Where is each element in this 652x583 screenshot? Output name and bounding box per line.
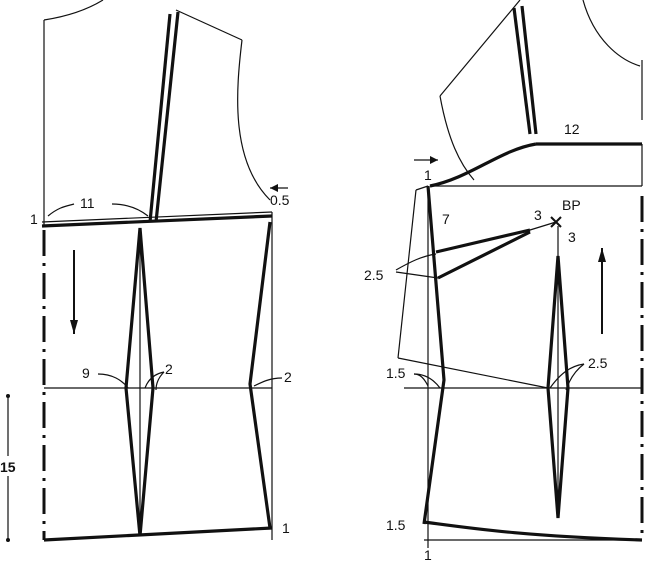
front-grain-arrow-head — [598, 248, 606, 262]
label-front-7: 7 — [442, 211, 450, 227]
back-side-seam — [248, 221, 272, 529]
front-armhole-lower — [429, 142, 537, 188]
back-shoulder-dart-a — [148, 13, 172, 223]
front-bust-dart-upper — [435, 228, 531, 254]
back-11-leader-left — [47, 203, 75, 217]
front-bust-dart-lower — [437, 230, 531, 280]
label-front-15a: 1.5 — [386, 365, 406, 381]
back-2-dart-leader-a — [144, 371, 165, 389]
front-1-arrow-head — [430, 156, 438, 164]
label-front-3a: 3 — [534, 207, 542, 223]
label-back-1: 1 — [30, 211, 38, 227]
back-neckline — [43, 0, 104, 21]
front-side-guide-top — [415, 185, 429, 191]
label-back-11: 11 — [80, 195, 95, 211]
back-shoulder-line — [175, 9, 243, 41]
label-len-15: 15 — [0, 459, 16, 475]
label-back-9: 9 — [82, 365, 90, 381]
bp-cross-b — [550, 216, 562, 228]
back-grain-arrow-head — [70, 320, 78, 334]
front-bp-line — [529, 221, 557, 231]
label-front-1: 1 — [424, 167, 432, 183]
front-shoulder-dart-b — [520, 5, 538, 135]
label-front-25b: 2.5 — [588, 355, 608, 371]
label-front-bp: BP — [562, 197, 581, 213]
len-15-dot-top — [6, 394, 10, 398]
front-side-seam — [422, 185, 446, 525]
labels: 1 11 0.5 9 2 2 1 15 12 1 7 BP 3 3 2.5 1.… — [0, 121, 608, 563]
label-back-1-hem: 1 — [282, 520, 290, 536]
front-25a-leader-b — [395, 271, 439, 279]
front-25b-leader-a — [549, 363, 585, 389]
front-neckline — [582, 0, 641, 67]
label-front-25a: 2.5 — [364, 267, 384, 283]
back-shoulder-dart-b — [154, 11, 180, 223]
label-front-15b: 1.5 — [386, 517, 406, 533]
label-back-05: 0.5 — [270, 192, 290, 208]
back-11-leader-right — [111, 203, 149, 217]
front-bodice — [395, 0, 644, 548]
label-front-1-hem: 1 — [424, 547, 432, 563]
back-armhole — [237, 39, 271, 201]
back-2-dart-leader-b — [155, 371, 165, 391]
front-15a-leader-b — [413, 373, 441, 389]
label-back-2-side: 2 — [284, 369, 292, 385]
front-armhole — [439, 95, 475, 181]
front-25b-leader-b — [565, 363, 585, 391]
front-hem-line — [423, 520, 643, 542]
back-waist-guide — [41, 211, 273, 223]
label-front-3b: 3 — [568, 229, 576, 245]
back-bodice — [0, 0, 288, 542]
back-05-arrow-head — [270, 184, 278, 192]
front-shoulder-line — [439, 0, 521, 97]
back-waist-line — [41, 214, 273, 228]
back-hem-line — [43, 526, 273, 542]
front-shoulder-dart-a — [512, 7, 532, 135]
back-2-side-leader — [253, 377, 283, 387]
front-25a-leader-a — [395, 253, 437, 271]
len-15-dot-bottom — [6, 538, 10, 542]
front-side-guide-bottom — [397, 357, 549, 389]
label-back-2-dart: 2 — [165, 361, 173, 377]
label-front-12: 12 — [564, 121, 580, 137]
back-9-leader — [97, 373, 129, 389]
